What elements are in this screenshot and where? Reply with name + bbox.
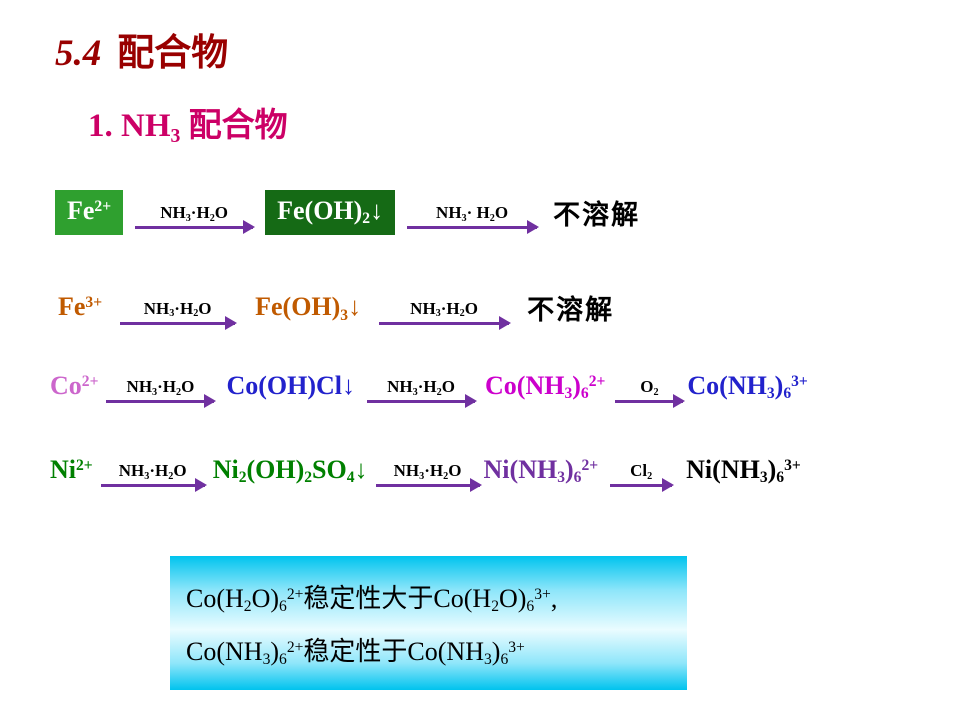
arrow-right-icon xyxy=(615,394,686,409)
product-co-ammine-3: Co(NH3)63+ xyxy=(687,371,808,403)
product-co-oh-cl: Co(OH)Cl↓ xyxy=(226,371,356,400)
reagent-label: NH3·H2O xyxy=(410,298,478,320)
product-ni-ammine-3: Ni(NH3)63+ xyxy=(686,455,801,487)
reagent-label: NH3·H2O xyxy=(393,461,462,483)
section-heading: 1. NH3 配合物 xyxy=(88,108,288,147)
reagent-label: NH3·H2O xyxy=(118,461,187,483)
arrow-right-icon xyxy=(407,220,540,235)
arrow-right-icon xyxy=(135,220,256,235)
reactant-fe2-box: Fe2+ xyxy=(55,190,124,235)
reactant-co2: Co2+ xyxy=(50,371,99,400)
product-ni-ammine-2: Ni(NH3)62+ xyxy=(483,455,599,487)
reagent-label: O2 xyxy=(640,377,659,399)
reaction-arrow: NH3·H2O xyxy=(120,298,238,330)
reaction-arrow: NH3·H2O xyxy=(100,461,207,493)
reaction-arrow: O2 xyxy=(615,377,686,409)
reaction-arrow: Cl2 xyxy=(610,461,675,493)
reagent-label: NH3· H2O xyxy=(436,203,509,225)
reagent-label: NH3·H2O xyxy=(143,298,212,320)
stability-note-box: Co(H2O)62+稳定性大于Co(H2O)63+, Co(NH3)62+稳定性… xyxy=(170,556,687,690)
reagent-label: Cl2 xyxy=(630,461,653,483)
arrow-right-icon xyxy=(100,478,207,493)
reaction-row-fe2: Fe2+ NH3·H2O Fe(OH)2↓ NH3· H2O 不溶解 xyxy=(0,190,960,235)
reaction-arrow: NH3·H2O xyxy=(379,298,512,330)
reactant-fe3: Fe3+ xyxy=(58,292,103,322)
page-title-text: 配合物 xyxy=(117,33,229,74)
note-line-2: Co(NH3)62+稳定性于Co(NH3)63+ xyxy=(186,637,525,669)
reaction-arrow: NH3·H2O xyxy=(367,377,478,409)
arrow-right-icon xyxy=(375,478,482,493)
result-insoluble: 不溶解 xyxy=(527,295,615,325)
reaction-row-co: Co2+ NH3·H2O Co(OH)Cl↓ NH3·H2O Co(NH3)62… xyxy=(0,370,960,409)
arrow-right-icon xyxy=(379,315,512,330)
product-feoh2-box: Fe(OH)2↓ xyxy=(265,190,396,235)
reaction-row-ni: Ni2+ NH3·H2O Ni2(OH)2SO4↓ NH3·H2O Ni(NH3… xyxy=(0,454,960,493)
reactant-ni2: Ni2+ xyxy=(50,455,93,484)
product-co-ammine-2: Co(NH3)62+ xyxy=(485,371,606,403)
reaction-arrow: NH3·H2O xyxy=(106,377,217,409)
reagent-label: NH3·H2O xyxy=(387,377,455,399)
arrow-right-icon xyxy=(367,394,478,409)
result-insoluble: 不溶解 xyxy=(553,199,641,230)
page-title-number: 5.4 xyxy=(55,33,102,74)
page-title: 5.4 配合物 xyxy=(55,22,228,76)
reaction-arrow: NH3·H2O xyxy=(135,203,256,235)
arrow-right-icon xyxy=(610,478,675,493)
reagent-label: NH3·H2O xyxy=(126,377,195,399)
reaction-arrow: NH3· H2O xyxy=(407,203,540,235)
arrow-right-icon xyxy=(106,394,217,409)
note-line-1: Co(H2O)62+稳定性大于Co(H2O)63+, xyxy=(186,584,558,616)
arrow-right-icon xyxy=(120,315,238,330)
reaction-row-fe3: Fe3+ NH3·H2O Fe(OH)3↓ NH3·H2O 不溶解 xyxy=(0,288,960,330)
product-ni-hydroxysulfate: Ni2(OH)2SO4↓ xyxy=(212,455,368,487)
product-feoh3: Fe(OH)3↓ xyxy=(255,292,362,324)
reagent-label: NH3·H2O xyxy=(160,203,229,225)
reaction-arrow: NH3·H2O xyxy=(375,461,482,493)
